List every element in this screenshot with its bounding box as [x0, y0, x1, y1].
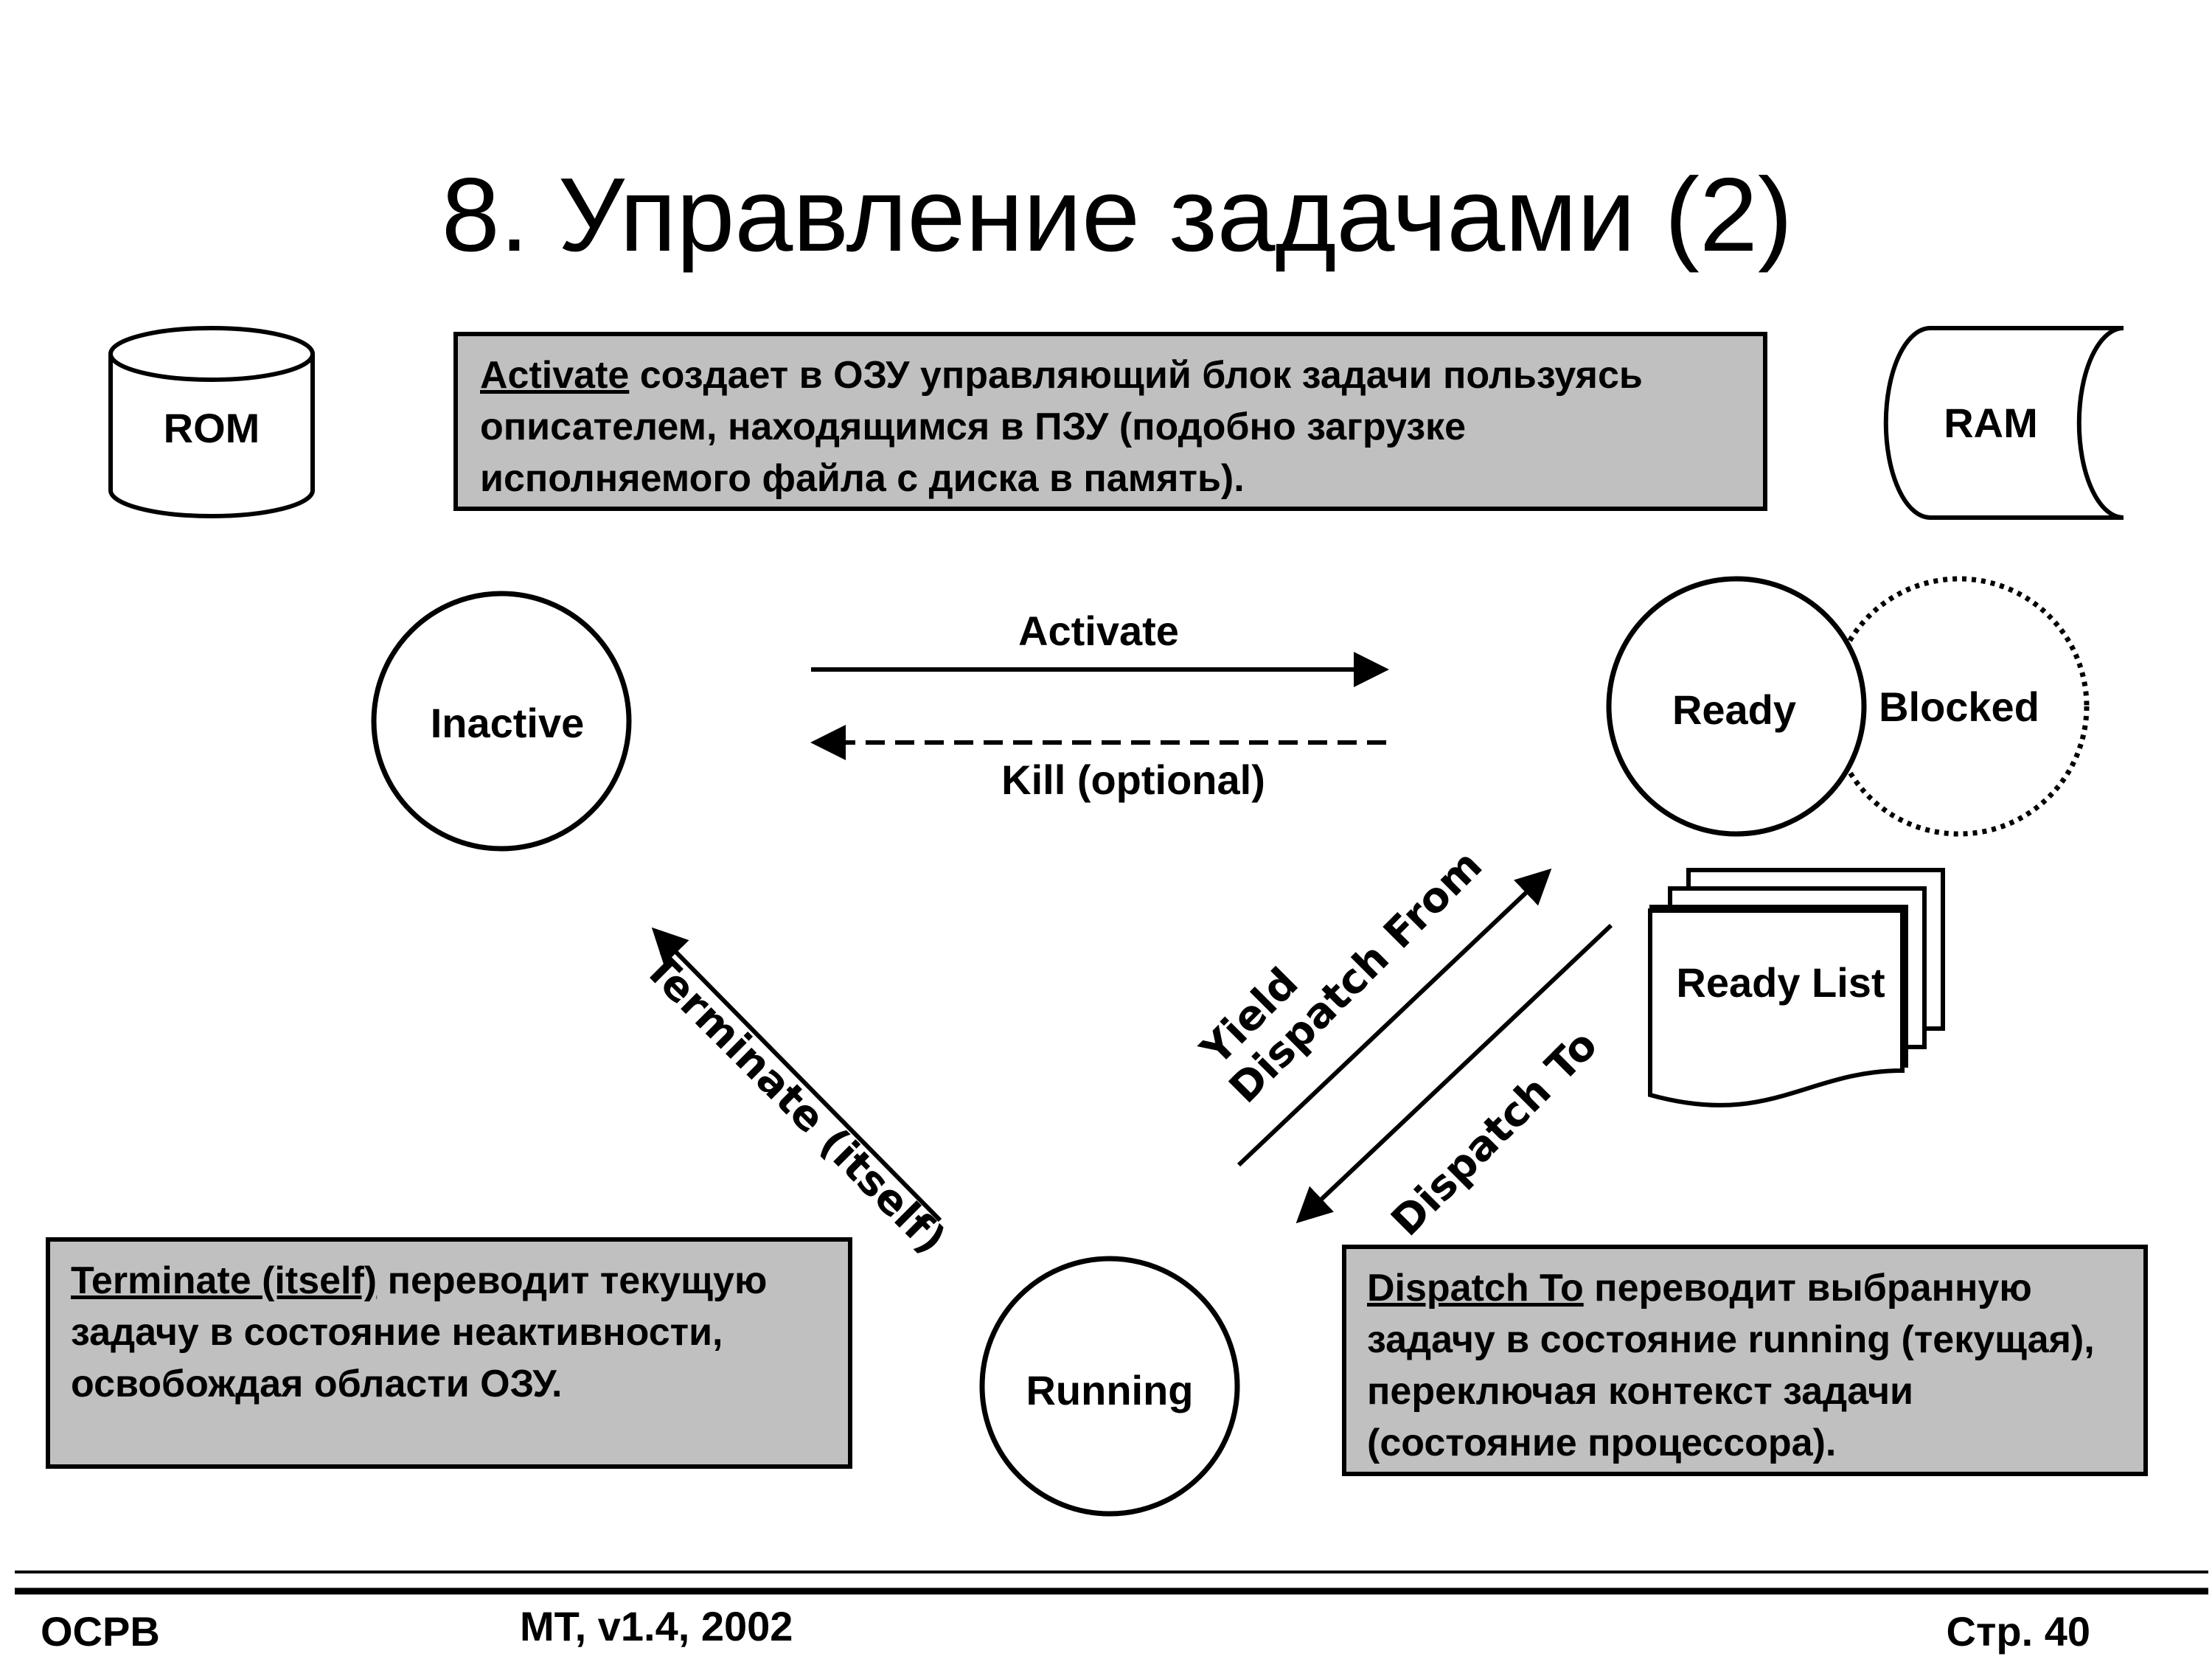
dispatch-to-arrow-label: Dispatch To: [1382, 1021, 1607, 1245]
footer-page-number: Стр. 40: [1947, 1608, 2090, 1655]
page-title: 8. Управление задачами (2): [442, 156, 1792, 274]
running-state-label: Running: [1026, 1367, 1193, 1413]
ready-list-icon: [1648, 868, 1945, 1107]
activate-note: Activate создает в ОЗУ управляющий блок …: [453, 332, 1767, 511]
rom-label: ROM: [164, 405, 260, 451]
ready-state-label: Ready: [1672, 686, 1796, 733]
dispatch-note-text: переводит выбранную задачу в состояние r…: [1367, 1267, 2095, 1464]
blocked-state-circle: [1829, 576, 2090, 837]
blocked-state-label: Blocked: [1879, 684, 2039, 730]
terminate-note: Terminate (itself) переводит текущую зад…: [46, 1237, 852, 1469]
activate-note-keyword: Activate: [480, 354, 630, 397]
dispatch-note-keyword: Dispatch To: [1367, 1267, 1584, 1310]
ready-list-label: Ready List: [1676, 959, 1885, 1006]
kill-arrow-label: Kill (optional): [1001, 757, 1265, 803]
terminate-note-text: переводит текущую задачу в состояние неа…: [71, 1259, 768, 1405]
running-state-circle: [979, 1256, 1240, 1517]
inactive-state-label: Inactive: [431, 700, 585, 746]
ram-label: RAM: [1944, 400, 2038, 446]
terminate-note-keyword: Terminate (itself): [71, 1259, 378, 1302]
activate-note-text: создает в ОЗУ управляющий блок задачи по…: [480, 354, 1643, 500]
footer-left-text: OCPB: [41, 1608, 160, 1655]
ready-state-circle: [1606, 576, 1867, 837]
terminate-arrow: [651, 927, 942, 1222]
rom-storage-icon: [108, 326, 315, 518]
dispatch-to-arrow: [1295, 923, 1613, 1224]
terminate-arrow-label: Terminate (itself): [635, 944, 954, 1263]
dispatch-note: Dispatch To переводит выбранную задачу в…: [1342, 1245, 2148, 1476]
dispatch-from-arrow: [1237, 868, 1552, 1167]
inactive-state-circle: [371, 591, 632, 852]
ram-storage-icon: [1883, 326, 2124, 520]
activate-arrow-label: Activate: [1018, 608, 1179, 654]
footer-center-text: MT, v1.4, 2002: [520, 1603, 793, 1649]
